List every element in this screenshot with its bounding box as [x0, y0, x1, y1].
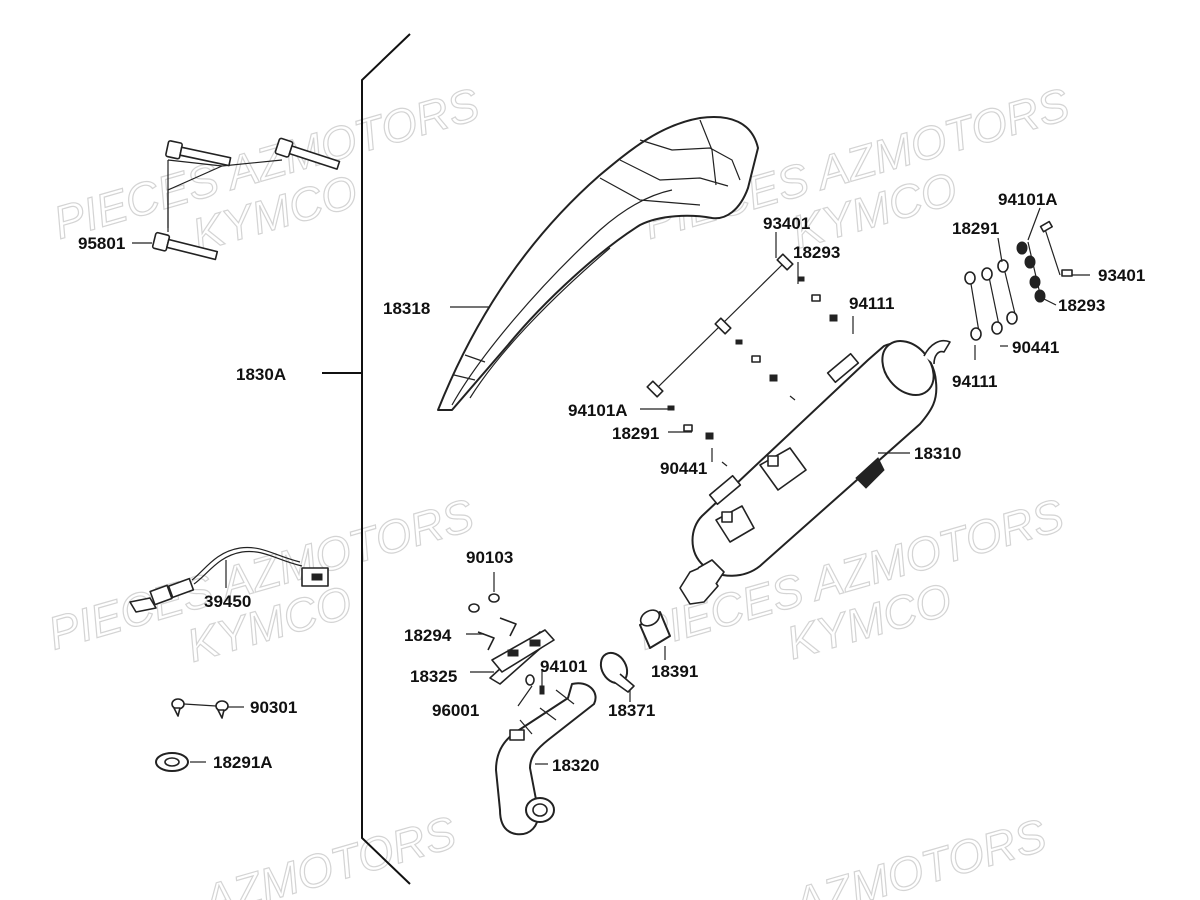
- muffler-18310: [679, 340, 951, 605]
- callout-94101: 94101: [540, 657, 587, 676]
- callout-18294: 18294: [404, 626, 452, 645]
- bolt-95801-group: [132, 137, 341, 261]
- callout-90301: 90301: [250, 698, 297, 717]
- assembly-bracket: [361, 33, 411, 885]
- callout-90103: 90103: [466, 548, 513, 567]
- callout-94111-left: 94111: [849, 294, 894, 313]
- callout-95801: 95801: [78, 234, 125, 253]
- callout-18293-right: 18293: [1058, 296, 1105, 315]
- watermark-text: AZMOTORS: [194, 806, 461, 900]
- watermark-text: AZMOTORS: [785, 808, 1052, 900]
- callout-94111-right: 94111: [952, 372, 997, 391]
- exhaust-pipe-18320: [495, 682, 597, 836]
- callout-39450: 39450: [204, 592, 251, 611]
- callout-18320: 18320: [552, 756, 599, 775]
- callout-93401-left: 93401: [763, 214, 810, 233]
- washer-18291A: [155, 752, 206, 772]
- callout-90441-left: 90441: [660, 459, 707, 478]
- fastener-stack-left: [640, 232, 854, 467]
- callout-18310: 18310: [914, 444, 961, 463]
- clamp-18371: [599, 651, 635, 702]
- callout-93401-right: 93401: [1098, 266, 1145, 285]
- callout-18325: 18325: [410, 667, 457, 686]
- gasket-18391: [639, 609, 671, 660]
- screw-90301: [171, 698, 244, 719]
- o2-sensor-39450: [129, 546, 329, 613]
- callout-94101A-left: 94101A: [568, 401, 628, 420]
- bracket-18325: [466, 572, 555, 685]
- fastener-stack-right: [964, 207, 1090, 360]
- callout-18371: 18371: [608, 701, 655, 720]
- callout-90441-right: 90441: [1012, 338, 1059, 357]
- callout-96001: 96001: [432, 701, 479, 720]
- callout-18291-left: 18291: [612, 424, 659, 443]
- callout-18318: 18318: [383, 299, 430, 318]
- watermark-layer: PIECES AZMOTORS KYMCO PIECES AZMOTORS KY…: [42, 77, 1076, 900]
- callout-18291A: 18291A: [213, 753, 273, 772]
- callout-18293-left: 18293: [793, 243, 840, 262]
- callout-94101A-right: 94101A: [998, 190, 1058, 209]
- small-parts-94101-96001: [517, 670, 545, 707]
- assembly-label: 1830A: [236, 365, 286, 384]
- callout-18391: 18391: [651, 662, 698, 681]
- callout-18291-right: 18291: [952, 219, 999, 238]
- heat-shield-18318: [437, 116, 759, 411]
